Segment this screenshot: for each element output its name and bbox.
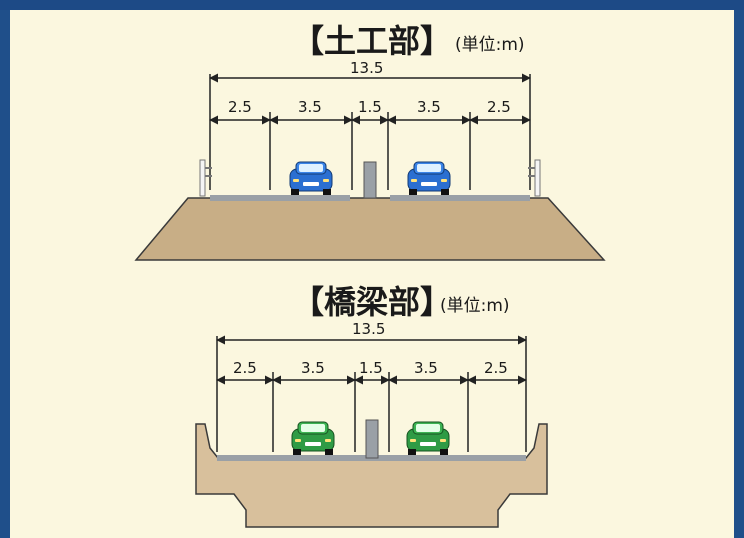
earthwork-lane-1: 2.5	[228, 98, 252, 116]
bridge-lane-1: 2.5	[233, 359, 257, 377]
earthwork-lane-3: 1.5	[358, 98, 382, 116]
earthwork-unit: (単位:m)	[455, 35, 525, 55]
bridge-car-right	[406, 421, 450, 456]
earthwork-total-width: 13.5	[350, 59, 383, 77]
bridge-section: 【橋梁部】 (単位:m) 13.5 2.5 3.5 1.5 3.5 2.5	[195, 283, 548, 528]
bridge-lane-4: 3.5	[414, 359, 438, 377]
bridge-unit: (単位:m)	[440, 296, 510, 316]
earthwork-road-right	[390, 195, 530, 201]
header-bar	[0, 0, 744, 10]
bridge-car-left	[291, 421, 335, 456]
bridge-girder	[195, 423, 548, 528]
bridge-title: 【橋梁部】	[292, 283, 452, 321]
earthwork-title: 【土工部】	[292, 22, 452, 60]
earthwork-lane-2: 3.5	[298, 98, 322, 116]
earthwork-median	[363, 161, 377, 199]
bridge-median	[365, 419, 379, 459]
earthwork-section: 【土工部】 (単位:m) 13.5 2.5 3.5 1.5 3.5 2.5	[134, 22, 606, 261]
earthwork-road-left	[210, 195, 350, 201]
earthwork-lane-5: 2.5	[487, 98, 511, 116]
bridge-lane-3: 1.5	[359, 359, 383, 377]
bridge-lane-2: 3.5	[301, 359, 325, 377]
bridge-lane-5: 2.5	[484, 359, 508, 377]
earthwork-guard-left	[199, 159, 212, 197]
earthwork-lane-4: 3.5	[417, 98, 441, 116]
bridge-total-width: 13.5	[352, 320, 385, 338]
earthwork-car-right	[407, 161, 451, 196]
earthwork-embankment	[134, 197, 606, 261]
earthwork-guard-right	[528, 159, 541, 197]
earthwork-car-left	[289, 161, 333, 196]
